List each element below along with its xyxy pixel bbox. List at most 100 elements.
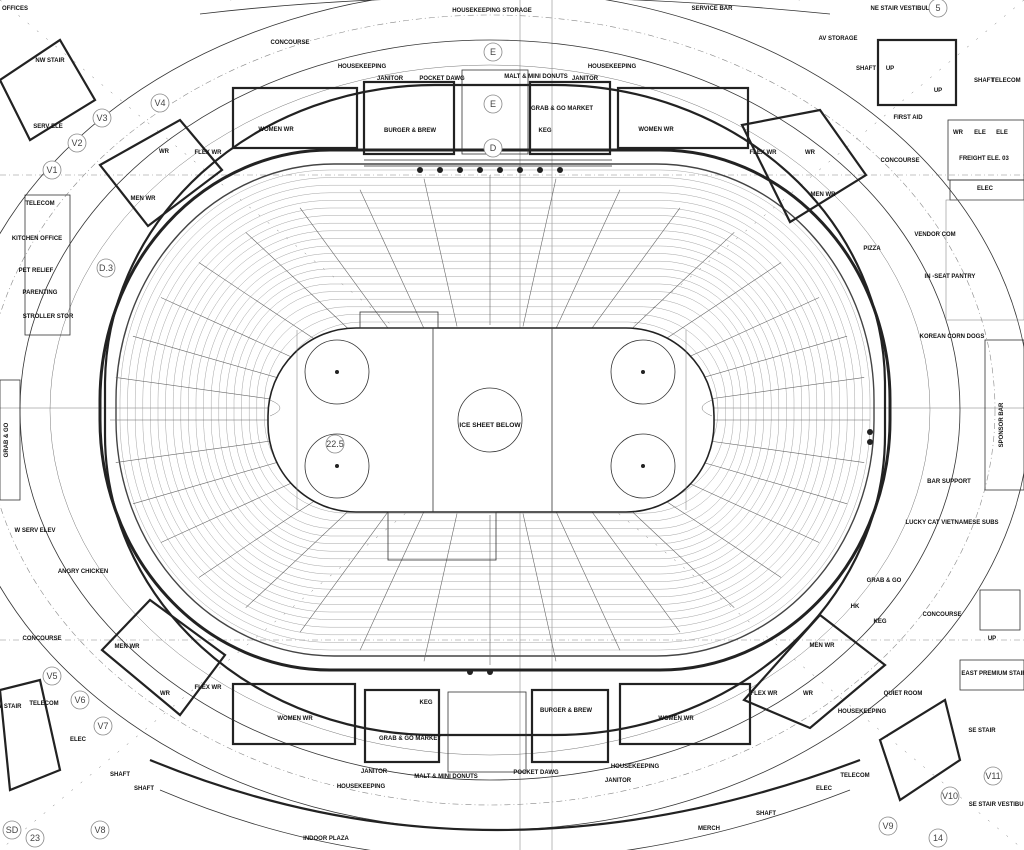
seat-row — [210, 260, 780, 560]
grid-bubble — [483, 94, 503, 114]
room-label: QUIET ROOM — [884, 691, 923, 697]
aisle-line — [359, 509, 426, 651]
room-label: KOREAN CORN DOGS — [920, 334, 985, 340]
room-label: JANITOR — [361, 769, 388, 775]
seat-row — [142, 192, 848, 628]
aisle-line — [554, 509, 621, 651]
aisle-line — [584, 207, 681, 338]
grid-bubble-label: V4 — [154, 98, 165, 108]
room-label: HOUSEKEEPING STORAGE — [452, 8, 532, 14]
room-label: WR — [953, 130, 964, 136]
grid-bubble — [878, 816, 898, 836]
grid-bubble — [90, 820, 110, 840]
seat-row — [241, 291, 749, 529]
seat-row — [157, 207, 833, 613]
room-label: UP — [886, 66, 894, 72]
room-label: POCKET DAWG — [513, 770, 559, 776]
aisle-line — [423, 178, 458, 327]
room-label: WR — [159, 149, 170, 155]
room-label: MEN WR — [131, 196, 157, 202]
grid-bubble — [25, 828, 45, 848]
room-label: ELEC — [977, 186, 994, 192]
room-label: UP — [988, 636, 996, 642]
seat-row — [233, 283, 757, 537]
grid-bubble — [96, 258, 116, 278]
grid-bubble-label: V10 — [942, 791, 958, 801]
room-label: MEN WR — [810, 643, 836, 649]
grid-bubble — [928, 828, 948, 848]
room-label: SHAFT — [110, 772, 130, 778]
room-label: MALT & MINI DONUTS — [504, 74, 568, 80]
seat-row — [134, 184, 856, 636]
grid-bubble-label: V11 — [985, 771, 1000, 781]
room-label: NE STAIR VESTIBULE — [871, 6, 934, 12]
room-label: SERV ELE — [33, 124, 63, 130]
room-label: KEG — [419, 700, 432, 706]
room-label: MEN WR — [115, 644, 141, 650]
grid-bubble — [42, 160, 62, 180]
room-label: OFFICES — [2, 6, 28, 12]
room-label: VENDOR COM — [914, 232, 955, 238]
grid-bubble — [483, 42, 503, 62]
room-label: KEG — [873, 619, 886, 625]
room-label: LUCKY CAT VIETNAMESE SUBS — [905, 520, 998, 526]
room-label: FREIGHT ELE. 03 — [959, 156, 1009, 162]
room-label: MERCH — [698, 826, 720, 832]
grid-bubble — [92, 108, 112, 128]
room-label: SPONSOR BAR — [999, 402, 1005, 447]
room-labels: HOUSEKEEPING STORAGE SERVICE BAR NE STAIR … — [0, 6, 1024, 842]
grid-bubble — [93, 716, 113, 736]
room-label: ELE — [996, 130, 1008, 136]
counter-fixtures — [417, 167, 873, 675]
seat-row — [218, 268, 772, 552]
room-label: SHAFT — [974, 78, 994, 84]
room-label: TELECOM — [29, 701, 58, 707]
room-label: HOUSEKEEPING — [337, 784, 386, 790]
room-label: SW STAIR — [0, 704, 22, 710]
room-label: CONCOURSE — [880, 158, 919, 164]
grid-bubble-label: 23 — [30, 833, 40, 843]
grid-bubble-label: V8 — [94, 825, 105, 835]
room-label: WR — [160, 691, 171, 697]
seat-row — [127, 177, 863, 643]
room-label: SERVICE BAR — [692, 6, 734, 12]
grid-bubble-label: V3 — [96, 113, 107, 123]
room-label: JANITOR — [377, 76, 404, 82]
grid-bubble-label: SD — [6, 825, 19, 835]
room-label: HOUSEKEEPING — [338, 64, 387, 70]
grid-bubble-label: E — [490, 99, 496, 109]
seat-row — [256, 306, 734, 514]
room-label: GRAB & GO MARKET — [379, 736, 441, 742]
room-label: BURGER & BREW — [384, 128, 436, 134]
room-label: IN -SEAT PANTRY — [925, 274, 976, 280]
grid-bubble-label: V2 — [71, 138, 82, 148]
seat-row — [172, 222, 818, 598]
room-label: HK — [851, 604, 860, 610]
room-label: ELEC — [70, 737, 87, 743]
room-label: SE STAIR VESTIBULE — [969, 802, 1024, 808]
room-label: INDOOR PLAZA — [303, 836, 349, 842]
grid-bubble — [70, 690, 90, 710]
room-label: MEN WR — [811, 192, 837, 198]
room-label: POCKET DAWG — [419, 76, 465, 82]
aisle-line — [522, 513, 557, 662]
aisle-line — [299, 207, 396, 338]
seat-row — [150, 200, 840, 620]
room-label: BAR SUPPORT — [927, 479, 971, 485]
room-label: FLEX WR — [195, 685, 223, 691]
room-label: FLEX WR — [750, 150, 778, 156]
room-label: WOMEN WR — [277, 716, 313, 722]
room-label: WOMEN WR — [638, 127, 674, 133]
room-label: TELECOM — [991, 78, 1020, 84]
grid-bubble — [150, 93, 170, 113]
grid-bubble-label: 14 — [933, 833, 943, 843]
aisle-line — [522, 178, 557, 327]
room-label: FIRST AID — [893, 115, 923, 121]
room-label: SHAFT — [756, 811, 776, 817]
room-label: PIZZA — [863, 246, 881, 252]
room-label: SE STAIR — [968, 728, 996, 734]
grid-bubble — [67, 133, 87, 153]
grid-bubble-label: E — [490, 47, 496, 57]
room-label: JANITOR — [605, 778, 632, 784]
